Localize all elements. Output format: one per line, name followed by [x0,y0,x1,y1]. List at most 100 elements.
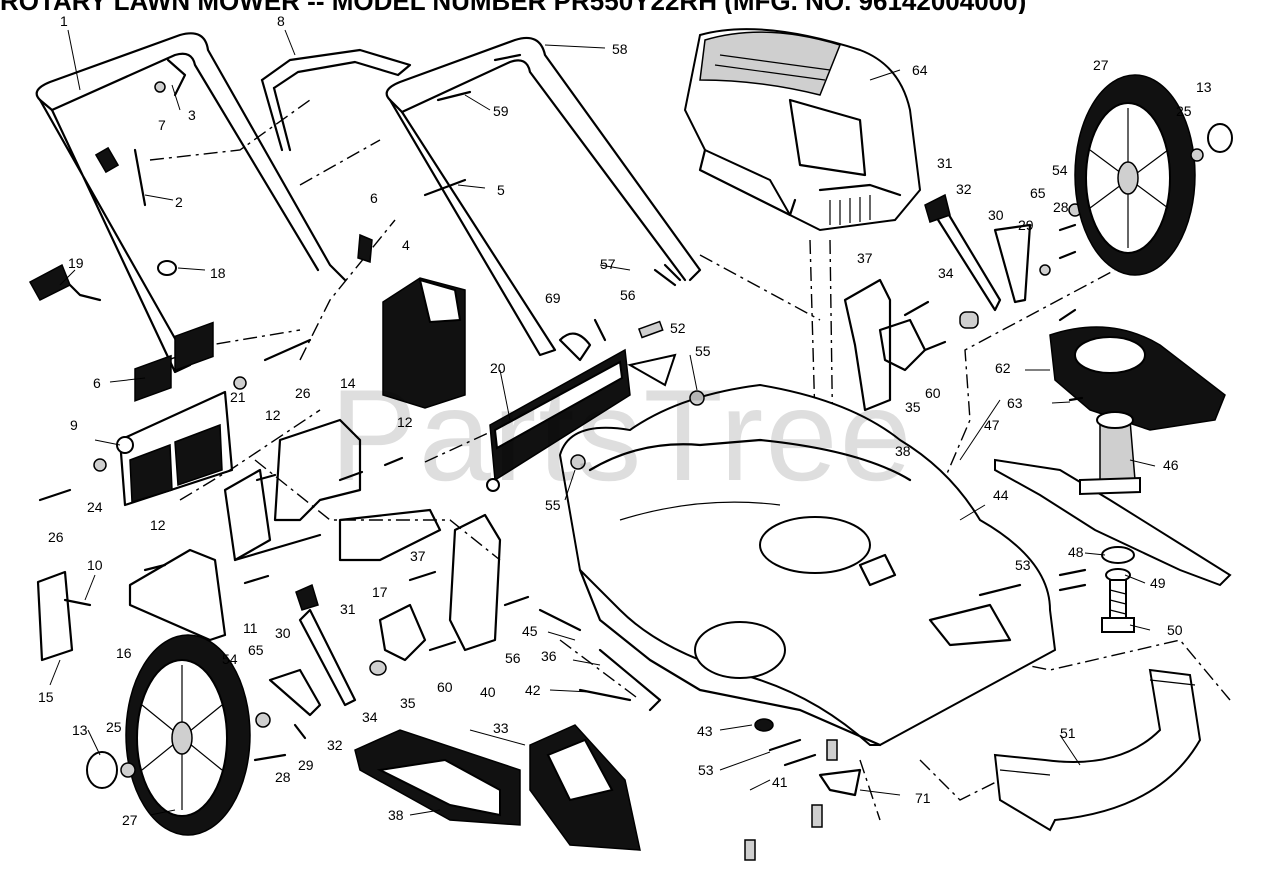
callout-56a: 56 [620,287,636,303]
callout-18: 18 [210,265,226,281]
callout-30a: 30 [988,207,1004,223]
callout-20: 20 [490,360,506,376]
lower-handle-8 [260,48,412,152]
callout-55b: 55 [545,497,561,513]
callout-19: 19 [68,255,84,271]
callout-16: 16 [116,645,132,661]
callout-31a: 31 [937,155,953,171]
callout-38b: 38 [388,807,404,823]
upper-handle-1 [35,32,347,374]
callout-7: 7 [158,117,166,133]
callout-52: 52 [670,320,686,336]
callout-32a: 32 [956,181,972,197]
bag-frame-9 [38,321,312,507]
callout-13a: 13 [1196,79,1212,95]
leader-lines [49,29,1156,816]
height-adjuster-right [843,193,1082,412]
callout-36: 36 [541,648,557,664]
skirt-51 [993,668,1202,832]
plate-16 [128,548,227,642]
callout-4: 4 [402,237,410,253]
callout-32b: 32 [327,737,343,753]
callout-60b: 60 [437,679,453,695]
callout-10: 10 [87,557,103,573]
callout-65b: 65 [248,642,264,658]
callout-8: 8 [277,13,285,29]
callout-11: 11 [243,620,258,636]
callout-9: 9 [70,417,78,433]
callout-29a: 29 [1018,217,1034,233]
callout-60a: 60 [925,385,941,401]
callout-6a: 6 [370,190,378,206]
bracket-14 [223,418,362,562]
callout-12c: 12 [150,517,166,533]
callout-37b: 37 [410,548,426,564]
callout-13b: 13 [72,722,88,738]
callout-38a: 38 [895,443,911,459]
callout-21: 21 [230,389,246,405]
callout-37a: 37 [857,250,873,266]
wheel-27-left [86,634,251,836]
callout-53b: 53 [698,762,714,778]
callout-28b: 28 [275,769,291,785]
callout-71: 71 [915,790,931,806]
callout-15: 15 [38,689,54,705]
blade-bolt-50 [1101,546,1135,633]
bag-4 [382,277,466,409]
callout-25b: 25 [106,719,122,735]
deck-44 [558,383,1057,747]
hinge-15 [36,570,92,662]
callout-54a: 54 [1052,162,1068,178]
callout-59: 59 [493,103,509,119]
callout-26a: 26 [295,385,311,401]
callout-50: 50 [1167,622,1183,638]
handle-small-parts [28,53,682,380]
blade-adapter-62 [1049,308,1226,481]
callout-43: 43 [697,723,713,739]
callout-46: 46 [1163,457,1179,473]
callout-35a: 35 [905,399,921,415]
callout-56b: 56 [505,650,521,666]
callout-47: 47 [984,417,1000,433]
diagram-title: ROTARY LAWN MOWER -- MODEL NUMBER PR550Y… [0,0,1280,14]
callout-57: 57 [600,256,616,272]
callout-45: 45 [522,623,538,639]
bag-shell-33 [529,724,641,851]
callout-33: 33 [493,720,509,736]
callout-65a: 65 [1030,185,1046,201]
callout-44: 44 [993,487,1009,503]
callout-41: 41 [772,774,788,790]
callout-49: 49 [1150,575,1166,591]
callout-2: 2 [175,194,183,210]
callout-26b: 26 [48,529,64,545]
blade-47 [994,458,1232,587]
misc-hardware [143,250,1087,861]
callout-27a: 27 [1093,57,1109,73]
callout-30b: 30 [275,625,291,641]
callout-28a: 28 [1053,199,1069,215]
callout-14: 14 [340,375,356,391]
callout-48: 48 [1068,544,1084,560]
callout-24: 24 [87,499,103,515]
deflector-17 [338,508,442,562]
callout-53a: 53 [1015,557,1031,573]
callout-69: 69 [545,290,561,306]
callout-54b: 54 [222,651,238,667]
bag-shell-38 [354,729,521,826]
callout-12b: 12 [397,414,413,430]
callout-51: 51 [1060,725,1076,741]
callout-1: 1 [60,13,68,29]
engine-64 [683,28,922,232]
callout-12a: 12 [265,407,281,423]
callout-34a: 34 [938,265,954,281]
callout-40: 40 [480,684,496,700]
callout-5: 5 [497,182,505,198]
callout-6b: 6 [93,375,101,391]
rear-door-20 [486,348,631,492]
callout-35b: 35 [400,695,416,711]
wheel-27-right [1074,74,1233,276]
callout-3: 3 [188,107,196,123]
upper-handle-58 [385,36,702,357]
callout-labels: 1 2 3 4 5 6 6 7 8 9 10 11 12 12 12 13 13… [38,13,1212,828]
